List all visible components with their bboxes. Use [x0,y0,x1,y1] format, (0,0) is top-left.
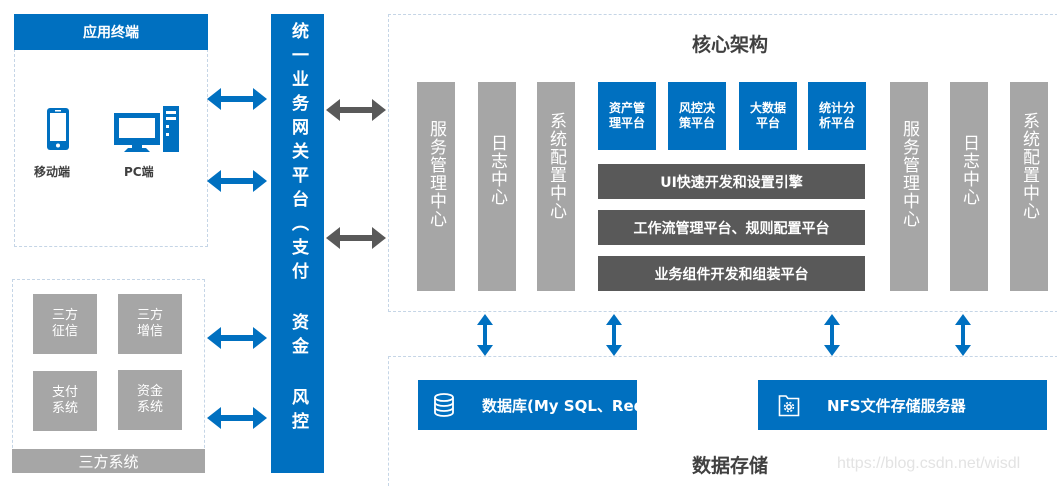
double-arrow-icon [207,170,267,192]
third-party-credit-box: 三方征信 [33,294,97,354]
database-icon [433,393,455,417]
gateway-label: 统一业务网关平台︵支付 资金 风控 [288,22,308,436]
unified-gateway-column: 统一业务网关平台︵支付 资金 风控 [271,14,324,473]
app-terminal-title: 应用终端 [14,14,208,50]
asset-management-platform: 资产管理平台 [598,82,656,150]
business-component-platform-bar: 业务组件开发和组装平台 [598,256,865,291]
core-architecture-title: 核心架构 [691,34,768,56]
vertical-double-arrow-icon [824,314,840,356]
third-party-footer: 三方系统 [12,449,205,473]
log-center-right: 日志中心 [950,82,988,291]
core-architecture-panel [388,14,1057,312]
risk-decision-platform: 风控决策平台 [668,82,726,150]
double-arrow-icon [326,99,386,121]
desktop-computer-icon [112,105,182,153]
folder-gear-icon [778,393,800,417]
big-data-platform: 大数据平台 [739,82,797,150]
nfs-file-server-box: NFS文件存储服务器 [758,380,1047,430]
double-arrow-icon [207,407,267,429]
watermark-url: https://blog.csdn.net/wisdl [837,455,1021,472]
pc-terminal-label: PC端 [124,165,154,179]
payment-system-box: 支付系统 [33,371,97,431]
third-party-credit-enhancement-box: 三方增信 [118,294,182,354]
system-config-center-right: 系统配置中心 [1010,82,1048,291]
vertical-double-arrow-icon [606,314,622,356]
vertical-double-arrow-icon [477,314,493,356]
double-arrow-icon [326,227,386,249]
data-storage-title: 数据存储 [691,455,768,477]
service-management-center-left: 服务管理中心 [417,82,455,291]
mobile-phone-icon [46,107,70,151]
double-arrow-icon [207,88,267,110]
nfs-label: NFS文件存储服务器 [827,397,966,415]
data-storage-panel [388,356,1057,486]
fund-system-box: 资金系统 [118,370,182,430]
double-arrow-icon [207,327,267,349]
system-config-center-left: 系统配置中心 [537,82,575,291]
service-management-center-right: 服务管理中心 [890,82,928,291]
vertical-double-arrow-icon [955,314,971,356]
database-label: 数据库(My SQL、Redis) [482,397,666,415]
mobile-terminal-label: 移动端 [34,165,71,179]
statistics-analysis-platform: 统计分析平台 [808,82,866,150]
ui-rapid-dev-engine-bar: UI快速开发和设置引擎 [598,164,865,199]
workflow-rules-platform-bar: 工作流管理平台、规则配置平台 [598,210,865,245]
database-box: 数据库(My SQL、Redis) [418,380,665,430]
log-center-left: 日志中心 [478,82,516,291]
